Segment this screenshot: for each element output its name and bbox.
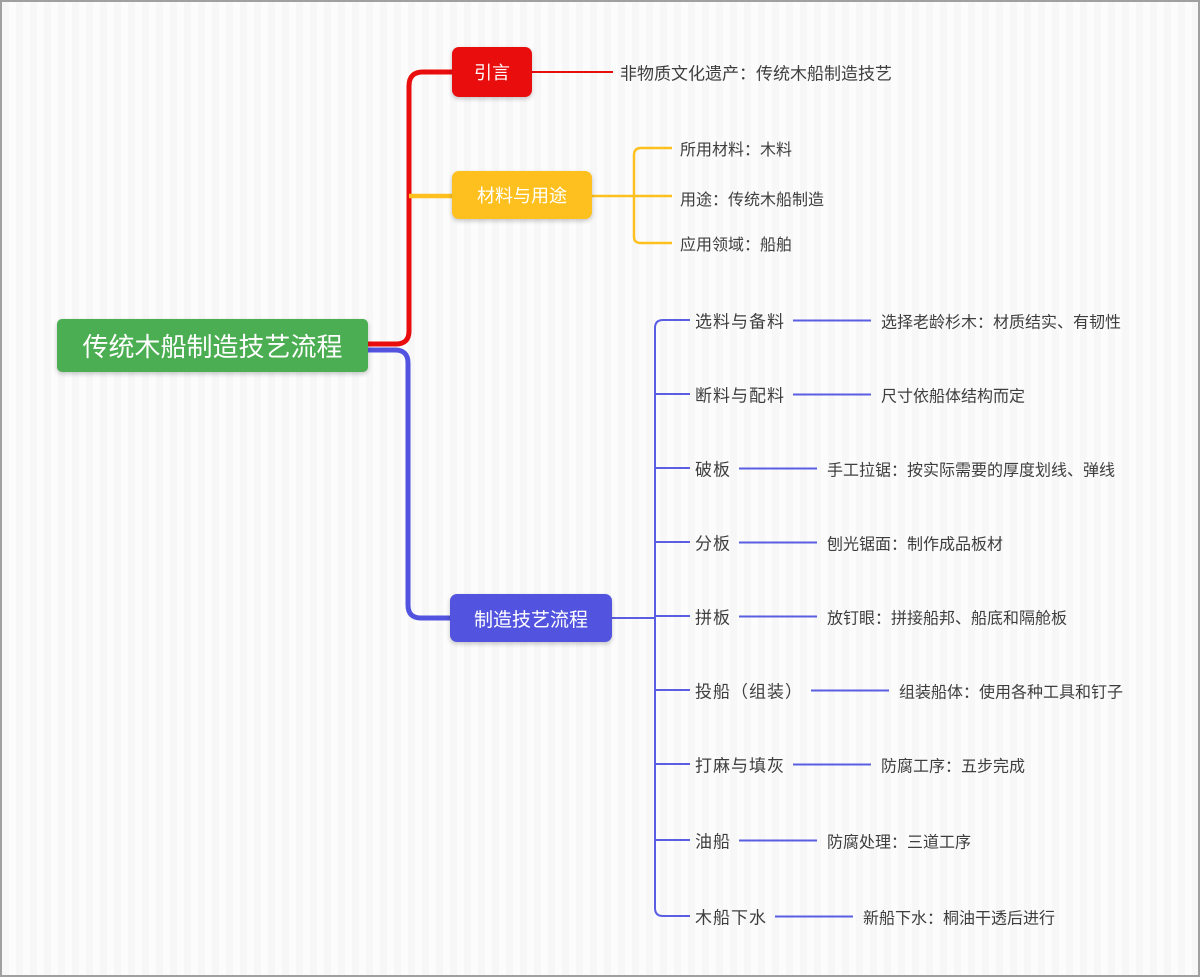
trunk-blue [368,347,450,621]
process-step-label[interactable]: 分板 [695,534,731,554]
step-connector-line [739,467,817,469]
step-connector-line [739,615,817,617]
process-step-detail[interactable]: 组装船体：使用各种工具和钉子 [899,684,1124,701]
process-step-row: 木船下水 新船下水：桐油干透后进行 [688,904,1055,929]
materials-leaf-topic[interactable]: 所用材料：木料 [680,142,793,159]
process-step-row: 断料与配料 尺寸依船体结构而定 [688,382,1025,407]
trunk-red [368,69,452,347]
process-step-row: 选料与备料 选择老龄杉木：材质结实、有韧性 [688,308,1121,333]
step-connector-line [775,915,853,917]
process-step-row: 油船 防腐处理：三道工序 [688,828,971,853]
step-connector-line [793,393,871,395]
process-step-row: 拼板 放钉眼：拼接船邦、船底和隔舱板 [688,604,1067,629]
process-step-label[interactable]: 选料与备料 [695,312,785,332]
step-connector-line [793,763,871,765]
process-step-label[interactable]: 木船下水 [695,908,767,928]
process-step-row: 投船（组装） 组装船体：使用各种工具和钉子 [688,678,1123,703]
process-step-detail[interactable]: 选择老龄杉木：材质结实、有韧性 [881,314,1122,331]
wire-materials-spine [632,146,672,245]
process-step-row: 打麻与填灰 防腐工序：五步完成 [688,752,1025,777]
step-connector-line [811,689,889,691]
branch-materials-node[interactable]: 材料与用途 [452,171,592,219]
intro-leaf-topic[interactable]: 非物质文化遗产：传统木船制造技艺 [620,64,892,84]
process-step-row: 破板 手工拉锯：按实际需要的厚度划线、弹线 [688,456,1115,481]
process-step-label[interactable]: 破板 [695,460,731,480]
process-step-detail[interactable]: 手工拉锯：按实际需要的厚度划线、弹线 [827,462,1116,479]
process-step-detail[interactable]: 刨光锯面：制作成品板材 [827,536,1004,553]
process-step-label[interactable]: 打麻与填灰 [695,756,785,776]
materials-leaf-topic[interactable]: 用途：传统木船制造 [680,192,825,209]
wire-process-spine [654,319,690,917]
step-connector-line [739,839,817,841]
process-step-label[interactable]: 拼板 [695,608,731,628]
process-step-label[interactable]: 油船 [695,832,731,852]
materials-leaf-topic[interactable]: 应用领域：船舶 [680,237,793,254]
process-step-detail[interactable]: 防腐处理：三道工序 [827,834,972,851]
wire-process-rows [655,393,690,841]
process-step-label[interactable]: 投船（组装） [695,682,803,702]
branch-intro-node[interactable]: 引言 [452,47,532,97]
process-step-row: 分板 刨光锯面：制作成品板材 [688,530,1003,555]
root-topic-node[interactable]: 传统木船制造技艺流程 [57,319,368,372]
branch-process-node[interactable]: 制造技艺流程 [450,594,612,642]
process-step-detail[interactable]: 尺寸依船体结构而定 [881,388,1026,405]
process-step-label[interactable]: 断料与配料 [695,386,785,406]
process-step-detail[interactable]: 防腐工序：五步完成 [881,758,1026,775]
process-step-detail[interactable]: 放钉眼：拼接船邦、船底和隔舱板 [827,610,1068,627]
step-connector-line [793,319,871,321]
step-connector-line [739,541,817,543]
process-step-detail[interactable]: 新船下水：桐油干透后进行 [863,910,1056,927]
